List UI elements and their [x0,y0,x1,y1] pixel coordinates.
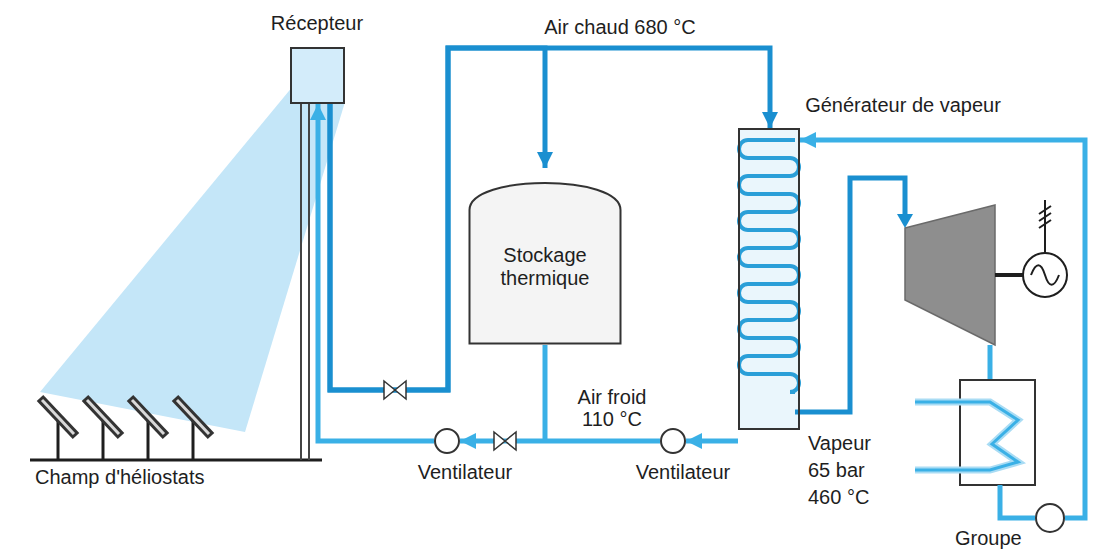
annotation-label: Air chaud 680 °C [544,16,695,38]
sun-beam [40,80,345,432]
storage-cold-duct [543,345,548,441]
pump-node: Groupe [955,503,1065,550]
cold-air-duct [318,104,434,441]
annotation-label: Air froid 110 °C [562,386,662,430]
node-label: Stockage thermique [485,244,605,290]
alternator-sine [1031,265,1059,285]
node-label: Ventilateur [636,461,731,484]
exhaust-pipe [988,345,993,380]
pump-symbol [1035,503,1065,533]
cooling-water-core [915,402,1018,470]
cooling-water [915,402,1018,470]
fan-symbol [660,428,686,454]
cold-air-duct [460,439,660,444]
node-label: Groupe [955,527,1022,550]
heliostats [40,398,211,460]
feedwater-pipe [800,140,1085,518]
ground-line [30,459,322,462]
condensate-pipe [1000,485,1035,518]
node-label: Ventilateur [418,461,513,484]
thermal-storage-node: Stockage thermique [468,168,622,345]
receiver-tower [301,104,309,460]
alternator [1023,253,1067,297]
shaft [995,273,1023,277]
steam-generator-shell [738,128,800,430]
grid-connection [1039,200,1051,253]
receiver-node: Récepteur [271,12,363,104]
hot-air-duct [330,48,770,390]
steam-coil [739,140,799,392]
node-label: Générateur de vapeur [805,94,1001,117]
valve-symbol [384,381,406,399]
node-label: Récepteur [271,12,363,35]
steam-generator-box [738,128,800,430]
steam-generator-node: Générateur de vapeur [738,94,1001,430]
valve-symbol [494,432,516,450]
fan-node: Ventilateur [636,428,731,484]
turbine [905,205,995,345]
annotation-label: Vapeur 65 bar 460 °C [808,430,888,511]
receiver-box [290,47,345,104]
cold-air-duct [686,439,738,444]
fan-symbol [434,428,460,454]
fan-node: Ventilateur [418,428,513,484]
annotation-label: Champ d'héliostats [35,466,204,488]
steam-pipe [795,178,905,412]
